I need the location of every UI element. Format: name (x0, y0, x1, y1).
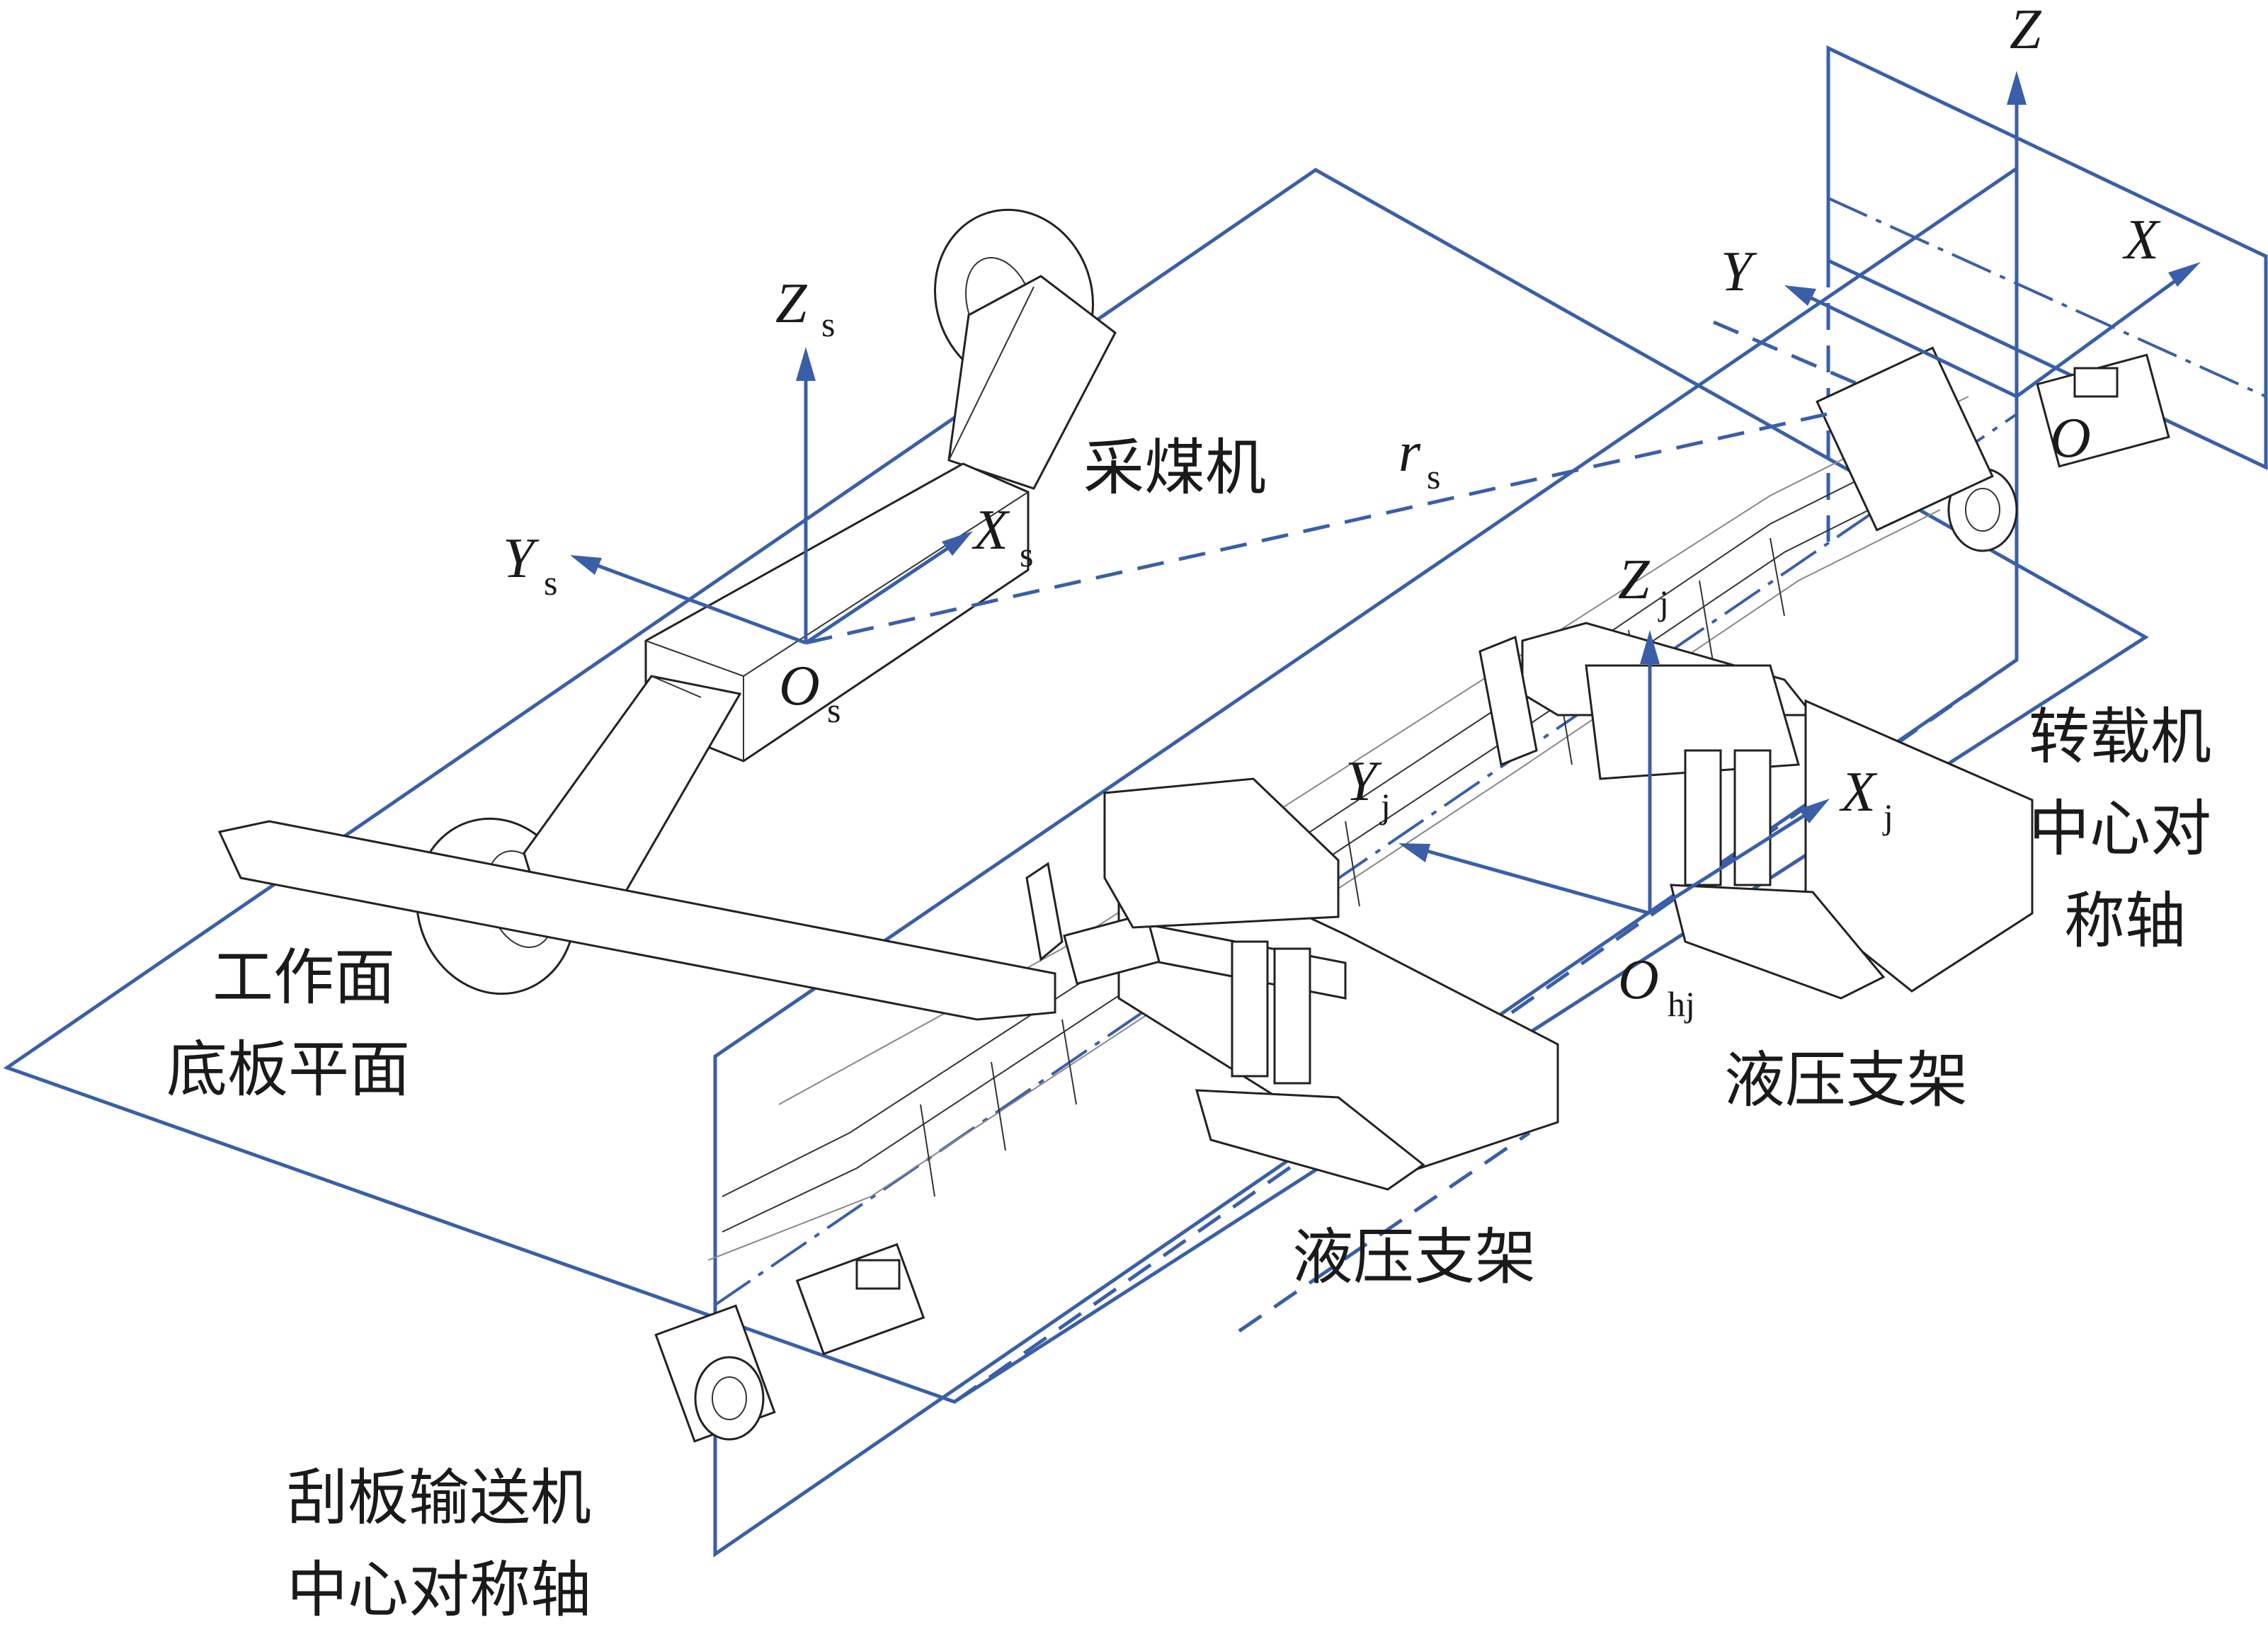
axis-sub-Xs: s (1020, 535, 1033, 574)
shearer-axes (570, 347, 1828, 645)
shearer-axis-labels: Z s Y s X s O s (503, 273, 1033, 730)
label-face-floor-2: 底板平面 (166, 1034, 410, 1105)
axis-label-O: O (2050, 407, 2091, 469)
face-floor-plane (3, 168, 2149, 1404)
axis-label-Xs: X (971, 499, 1010, 561)
global-axes (1784, 71, 2201, 399)
axis-label-Y: Y (1721, 241, 1757, 303)
label-conveyor-axis-2: 中心对称轴 (287, 1555, 591, 1626)
axis-sub-Zj: j (1658, 583, 1669, 622)
axis-sub-Yj: j (1379, 786, 1391, 826)
label-support-left: 液压支架 (1292, 1222, 1536, 1293)
axis-label-Zs: Z (775, 273, 808, 335)
hidden-edge-3 (1238, 1131, 1531, 1333)
scraper-conveyor (654, 346, 2170, 1443)
radius-label: r s (1398, 421, 1440, 496)
axis-sub-Xj: j (1882, 796, 1893, 836)
label-loader-axis-2: 中心对 (2029, 794, 2211, 864)
axis-label-Os: O (779, 655, 820, 717)
label-shearer: 采煤机 (1083, 433, 1266, 503)
axis-sub-Ohj: hj (1668, 984, 1695, 1024)
hydraulic-support-right (1478, 622, 2034, 1000)
label-conveyor-axis-1: 刮板输送机 (287, 1463, 591, 1534)
loader-axis-plane (1826, 45, 2268, 470)
axis-label-Z: Z (2010, 0, 2042, 61)
axis-sub-Zs: s (821, 304, 835, 344)
loader-centre-line (1828, 197, 2267, 398)
label-loader-axis-3: 称轴 (2064, 886, 2186, 956)
label-face-floor-1: 工作面 (212, 942, 395, 1013)
support-axes (1398, 630, 1830, 915)
label-support-right: 液压支架 (1724, 1045, 1968, 1116)
axis-label-Ohj: O (1618, 949, 1659, 1011)
global-axis-labels: Z Y X O (1721, 0, 2161, 469)
support-axis-labels: Z j Y j X j O hj (1345, 549, 1893, 1024)
axis-label-Yj: Y (1345, 750, 1382, 813)
axis-label-X: X (2122, 209, 2161, 271)
axis-sub-Os: s (827, 690, 840, 730)
label-loader-axis-1: 转载机 (2029, 702, 2211, 772)
radius-label-r: r (1398, 421, 1421, 484)
axis-label-Zj: Z (1618, 549, 1651, 611)
axis-label-Xj: X (1839, 761, 1878, 823)
hydraulic-support-left (217, 777, 1559, 1191)
axis-label-Ys: Y (503, 527, 540, 590)
chinese-labels: 采煤机 工作面 底板平面 刮板输送机 中心对称轴 转载机 中心对 称轴 液压支架… (166, 433, 2211, 1626)
hidden-edge-4 (1713, 320, 1863, 388)
radius-label-sub: s (1427, 457, 1440, 496)
conveyor-centre-line (714, 413, 2018, 1306)
axis-sub-Ys: s (544, 563, 557, 603)
